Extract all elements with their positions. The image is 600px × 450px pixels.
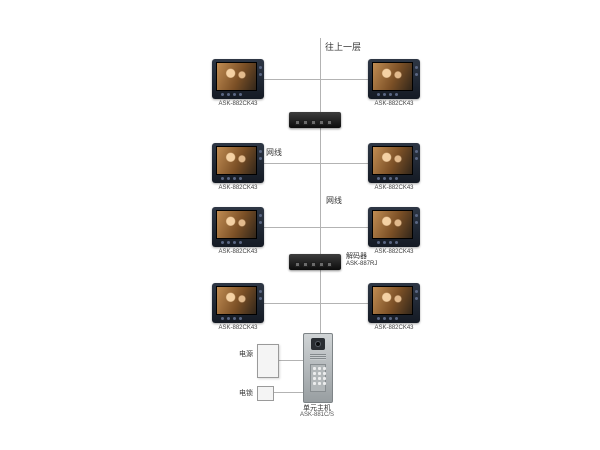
connection-line	[321, 79, 368, 80]
power-supply-box	[257, 344, 279, 378]
lock-label: 电锁	[239, 390, 253, 397]
indoor-monitor	[368, 283, 420, 323]
power-label: 电源	[239, 351, 253, 358]
monitor-side-buttons	[415, 290, 418, 300]
monitor-buttons	[221, 93, 242, 96]
indoor-monitor	[368, 59, 420, 99]
door-station-name-label: 单元主机	[303, 405, 331, 412]
monitor-label: ASK-882CK43	[374, 325, 414, 331]
decoder-unit	[289, 254, 341, 270]
switch-ports	[295, 120, 332, 125]
indoor-monitor	[212, 143, 264, 183]
connection-line	[264, 79, 320, 80]
monitor-screen	[372, 62, 413, 91]
monitor-buttons	[377, 241, 398, 244]
monitor-screen	[216, 286, 257, 315]
monitor-label: ASK-882CK43	[218, 325, 258, 331]
connection-line	[321, 303, 368, 304]
monitor-label: ASK-882CK43	[218, 249, 258, 255]
speaker-grill	[310, 354, 326, 360]
connection-line	[321, 163, 368, 164]
monitor-buttons	[221, 317, 242, 320]
door-station	[303, 333, 333, 403]
monitor-label: ASK-882CK43	[374, 249, 414, 255]
decoder-model-label: ASK-887RJ	[346, 261, 378, 267]
monitor-screen	[372, 210, 413, 239]
monitor-label: ASK-882CK43	[218, 101, 258, 107]
monitor-side-buttons	[259, 290, 262, 300]
connection-line	[264, 227, 320, 228]
monitor-buttons	[221, 241, 242, 244]
monitor-label: ASK-882CK43	[218, 185, 258, 191]
net-cable-label-left: 网线	[266, 148, 282, 157]
monitor-side-buttons	[259, 150, 262, 160]
monitor-buttons	[377, 317, 398, 320]
connection-line	[264, 303, 320, 304]
monitor-side-buttons	[259, 214, 262, 224]
monitor-side-buttons	[259, 66, 262, 76]
monitor-buttons	[377, 93, 398, 96]
monitor-side-buttons	[415, 150, 418, 160]
monitor-screen	[372, 286, 413, 315]
indoor-monitor	[212, 283, 264, 323]
decoder-name-label: 解码器	[346, 253, 367, 260]
monitor-side-buttons	[415, 214, 418, 224]
monitor-screen	[372, 146, 413, 175]
to-upper-floor-label: 往上一层	[325, 42, 362, 52]
monitor-side-buttons	[415, 66, 418, 76]
monitor-screen	[216, 62, 257, 91]
indoor-monitor	[368, 143, 420, 183]
camera-icon	[311, 338, 325, 350]
connection-line	[321, 227, 368, 228]
trunk-riser-line	[320, 38, 321, 333]
connection-line	[264, 163, 320, 164]
monitor-buttons	[221, 177, 242, 180]
network-switch-upper	[289, 112, 341, 128]
indoor-monitor	[368, 207, 420, 247]
door-station-model-label: ASK-881C/S	[299, 412, 335, 418]
monitor-buttons	[377, 177, 398, 180]
monitor-label: ASK-882CK43	[374, 185, 414, 191]
monitor-label: ASK-882CK43	[374, 101, 414, 107]
monitor-screen	[216, 210, 257, 239]
net-cable-label-right: 网线	[326, 196, 342, 205]
switch-ports	[295, 262, 332, 267]
electric-lock-box	[257, 386, 274, 401]
lock-wire	[272, 392, 303, 393]
indoor-monitor	[212, 59, 264, 99]
keypad	[310, 364, 326, 392]
power-wire	[277, 360, 303, 361]
indoor-monitor	[212, 207, 264, 247]
monitor-screen	[216, 146, 257, 175]
